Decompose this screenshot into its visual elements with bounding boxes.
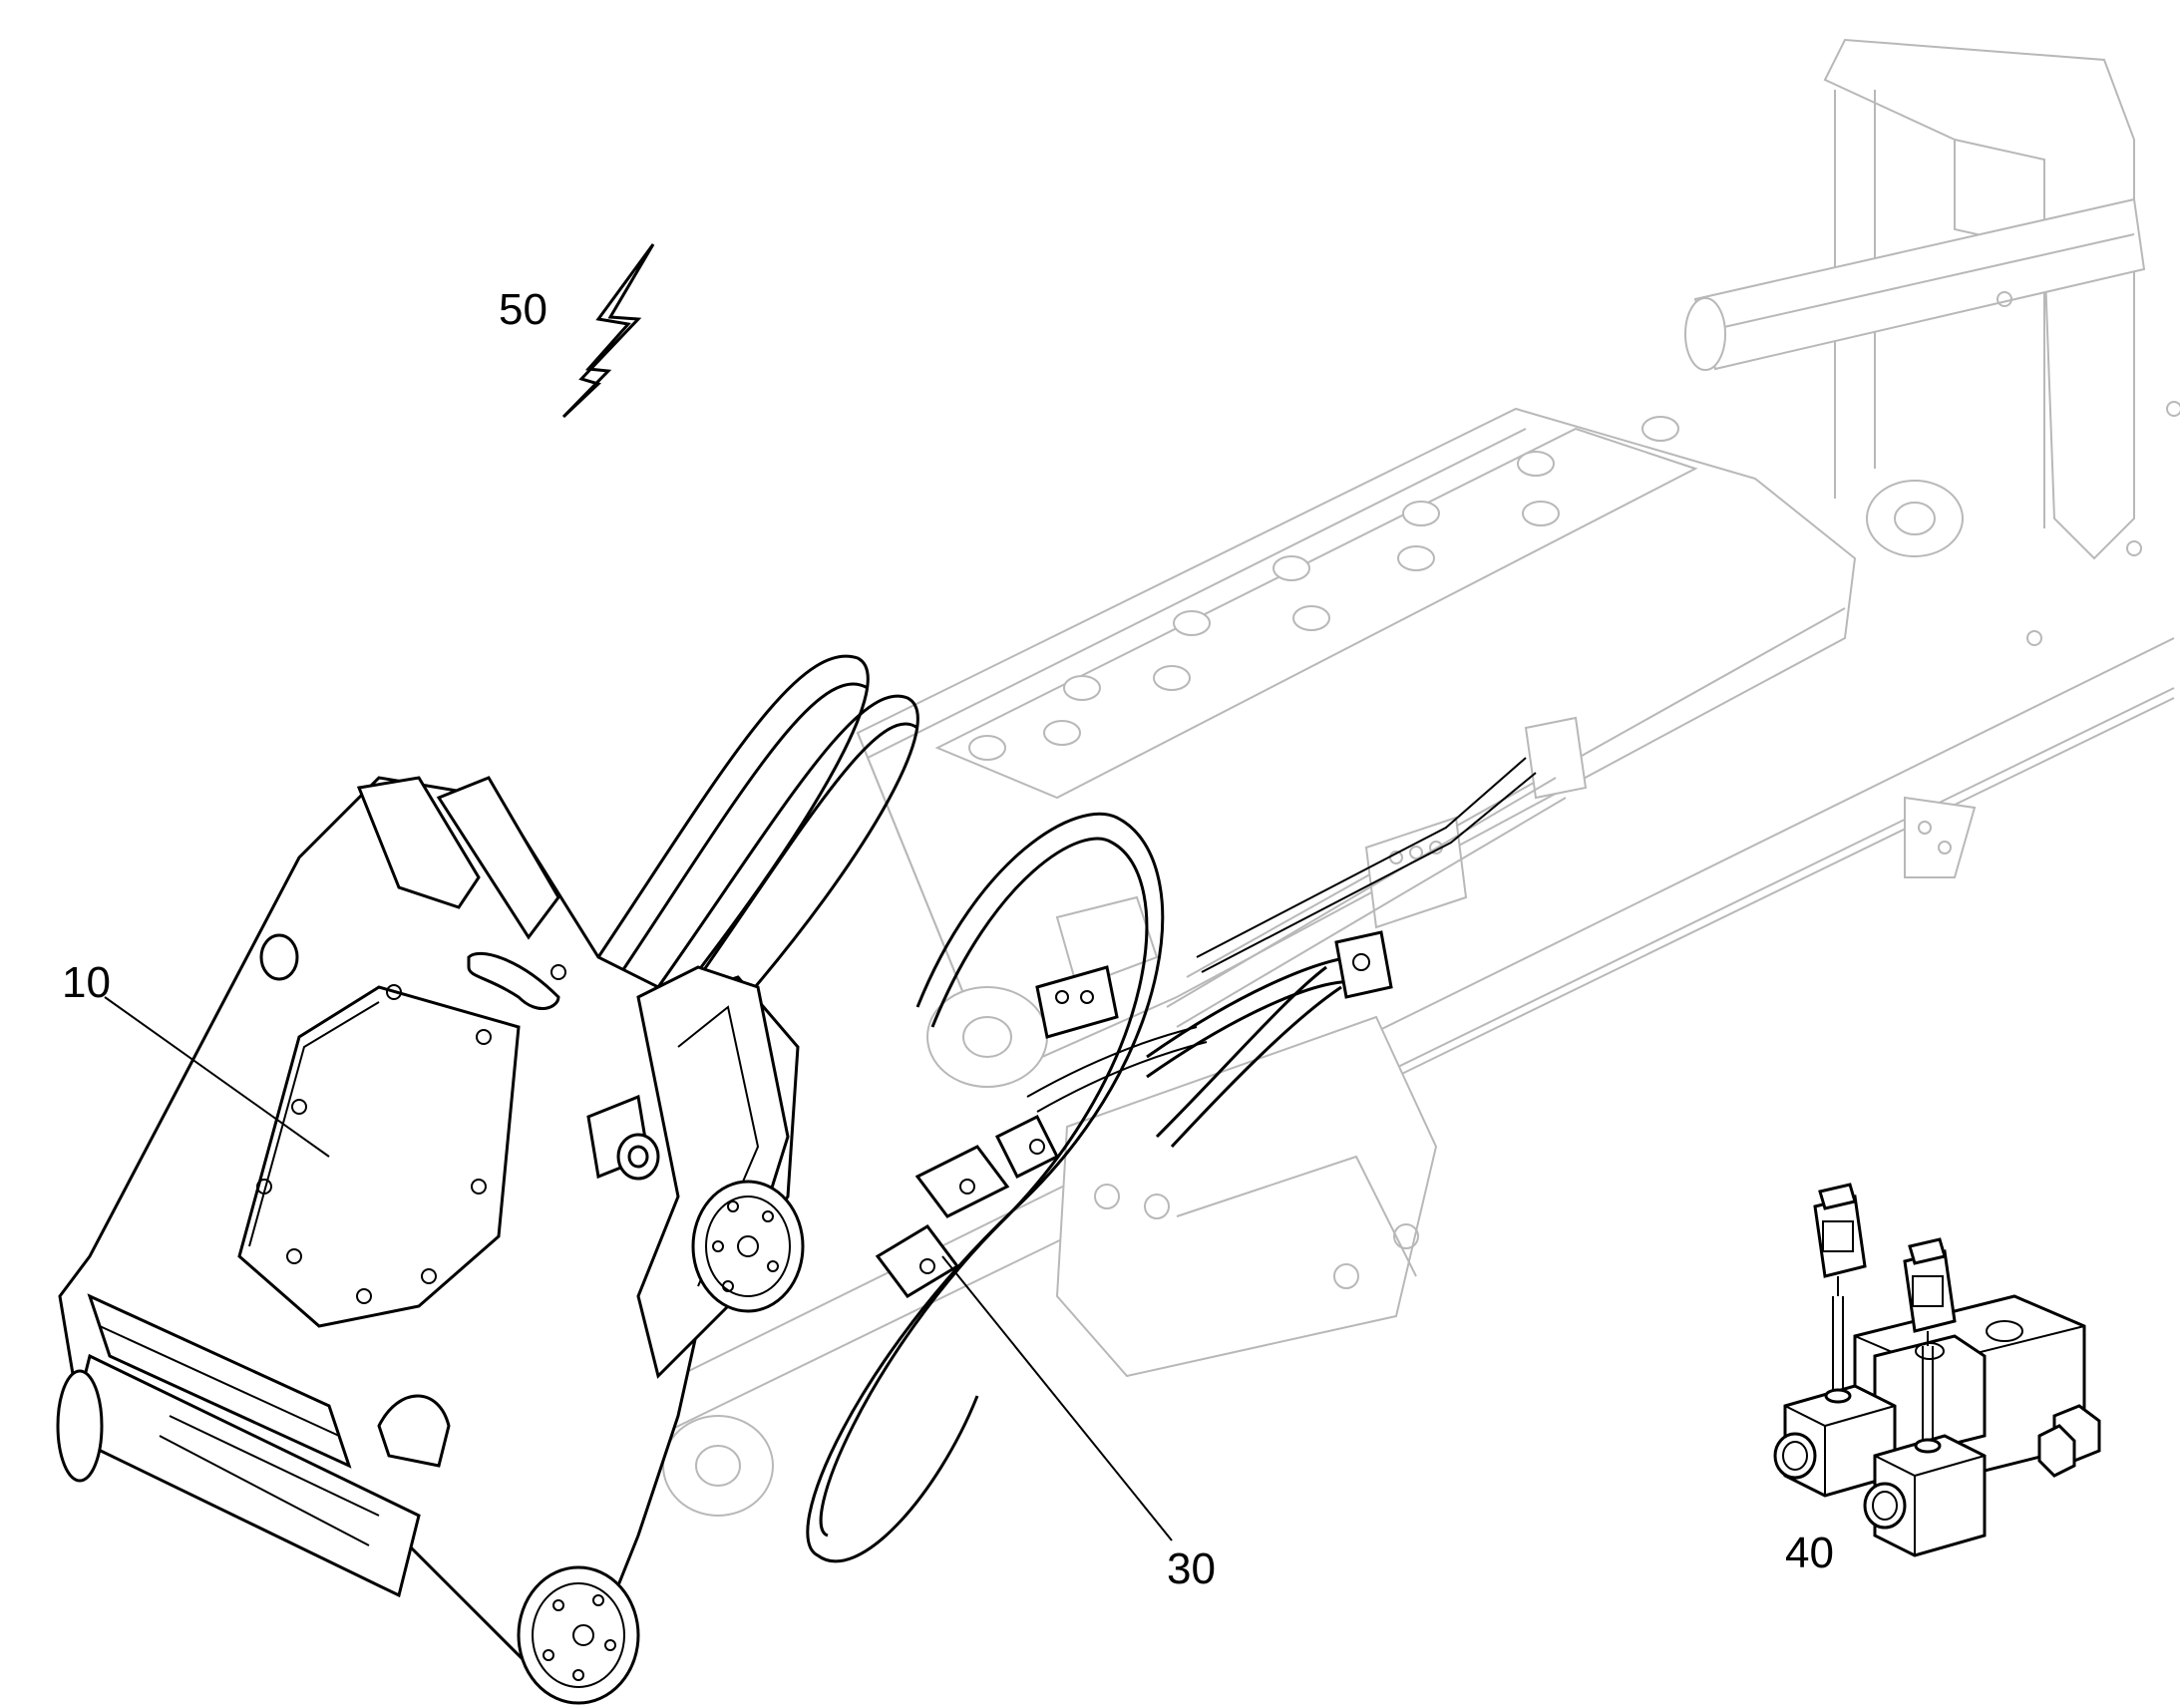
hose-clamps [875,930,1393,1298]
leader-10 [104,996,330,1158]
callout-10: 10 [62,958,111,1007]
quick-coupler-attachment [56,776,805,1705]
valve-block-assembly [1773,1183,2101,1557]
lightning-bolt-arrow-icon [561,243,655,419]
callout-30: 30 [1167,1544,1216,1593]
boom-studs [968,416,1679,761]
callout-50: 50 [499,285,547,334]
leader-lines [104,996,1173,1541]
callout-40: 40 [1785,1529,1834,1577]
hydraulic-hoses [596,654,1537,1563]
leader-30 [941,1255,1173,1541]
